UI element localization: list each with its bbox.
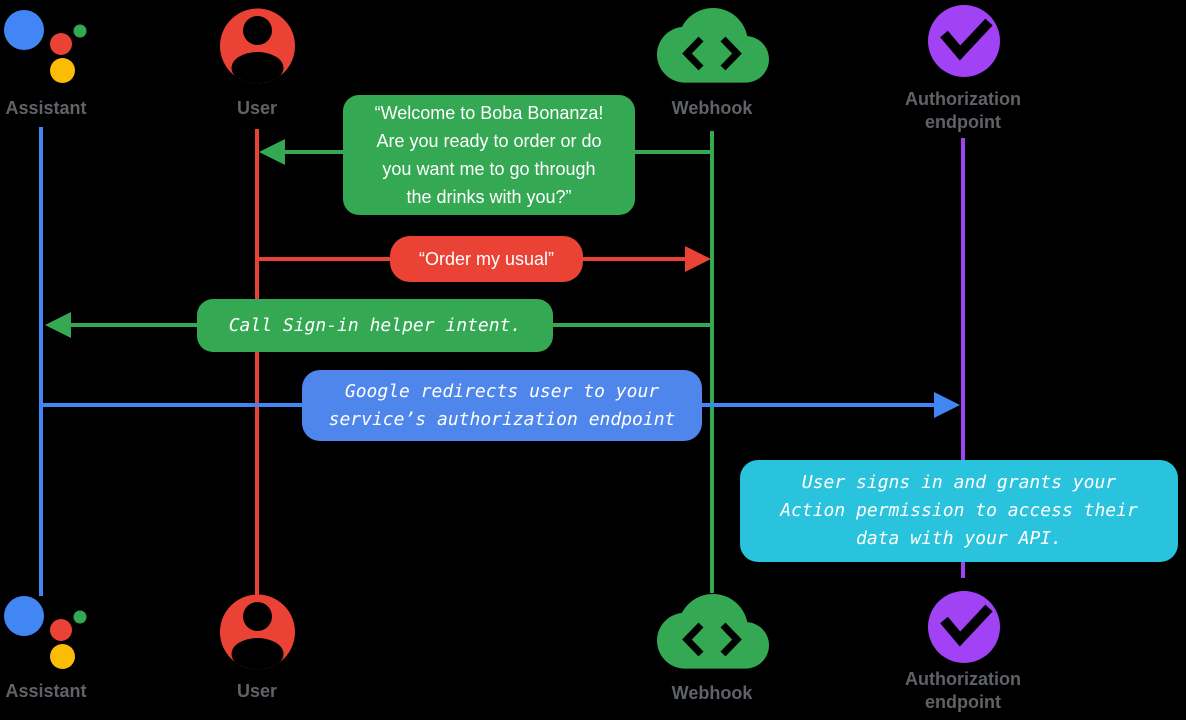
google-assistant-logo-icon xyxy=(4,596,87,669)
order-text: “Order my usual” xyxy=(418,249,555,269)
authorization-label-line2: endpoint xyxy=(925,112,1001,132)
user-label-bottom: User xyxy=(236,681,278,701)
webhook-label-top: Webhook xyxy=(671,98,753,118)
grant-line-2: Action permission to access their xyxy=(780,500,1138,521)
cloud-code-icon xyxy=(657,594,769,669)
cloud-code-icon xyxy=(657,8,769,83)
redirect-line-2: service’s authorization endpoint xyxy=(328,408,676,430)
authorization-label-top: Authorization endpoint xyxy=(905,88,1021,134)
user-label-top: User xyxy=(236,98,278,118)
authorization-label-line1: Authorization xyxy=(905,669,1021,689)
arrowhead-left-icon xyxy=(45,312,71,338)
check-circle-icon xyxy=(928,5,1000,77)
welcome-message-bubble: “Welcome to Boba Bonanza! Are you ready … xyxy=(343,95,635,215)
welcome-line-1: “Welcome to Boba Bonanza! xyxy=(374,103,604,123)
assistant-label-bottom: Assistant xyxy=(5,681,87,701)
welcome-line-2: Are you ready to order or do xyxy=(376,131,602,151)
arrowhead-left-icon xyxy=(259,139,285,165)
authorization-label-line2: endpoint xyxy=(925,692,1001,712)
signin-text: Call Sign-in helper intent. xyxy=(228,314,522,336)
grant-note-bubble: User signs in and grants your Action per… xyxy=(740,460,1178,562)
google-assistant-logo-icon xyxy=(4,10,87,83)
person-icon xyxy=(220,594,295,670)
authorization-label-bottom: Authorization endpoint xyxy=(905,668,1021,714)
arrowhead-right-icon xyxy=(934,392,960,418)
webhook-label-bottom: Webhook xyxy=(671,683,753,703)
redirect-note-bubble: Google redirects user to your service’s … xyxy=(302,370,702,441)
welcome-line-3: you want me to go through xyxy=(382,159,596,179)
redirect-line-1: Google redirects user to your xyxy=(344,380,660,402)
welcome-line-4: the drinks with you?” xyxy=(406,187,572,207)
authorization-label-line1: Authorization xyxy=(905,89,1021,109)
grant-line-3: data with your API. xyxy=(856,528,1062,549)
assistant-label-top: Assistant xyxy=(5,98,87,118)
grant-line-1: User signs in and grants your xyxy=(801,472,1117,493)
check-circle-icon xyxy=(928,591,1000,663)
arrowhead-right-icon xyxy=(685,246,711,272)
signin-intent-bubble: Call Sign-in helper intent. xyxy=(197,299,553,352)
person-icon xyxy=(220,8,295,84)
order-message-bubble: “Order my usual” xyxy=(390,236,583,282)
